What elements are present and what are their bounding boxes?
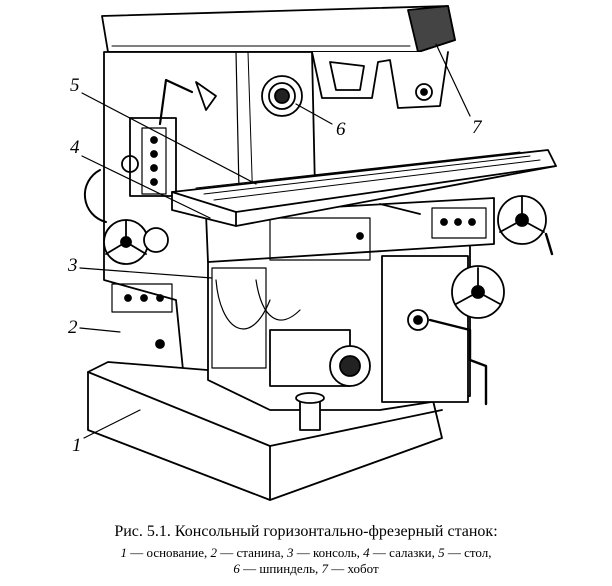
leader-lines [79, 43, 471, 439]
legend-text: — салазки, [372, 545, 435, 560]
legend-text: — станина, [220, 545, 284, 560]
figure-caption: Рис. 5.1. Консольный горизонтально-фрезе… [0, 522, 612, 577]
knee-drawing [207, 235, 505, 431]
legend-number: 4 [363, 545, 370, 560]
legend-text: — шпиндель, [243, 561, 319, 576]
callout-3: 3 [68, 255, 78, 276]
callout-6: 6 [336, 119, 346, 140]
overarm-drawing [101, 5, 456, 109]
legend-number: 2 [210, 545, 217, 560]
legend-number: 5 [438, 545, 445, 560]
caption-legend-row-1: 1 — основание, 2 — станина, 3 — консоль,… [0, 545, 612, 561]
callout-1: 1 [72, 435, 82, 456]
legend-text: — основание, [130, 545, 208, 560]
legend-text: — хобот [331, 561, 379, 576]
legend-text: — консоль, [296, 545, 360, 560]
legend-number: 1 [120, 545, 128, 560]
milling-machine-drawing [79, 5, 557, 501]
callout-5: 5 [70, 75, 80, 96]
legend-text: — стол, [447, 545, 492, 560]
table-drawing [103, 149, 557, 265]
caption-title: Рис. 5.1. Консольный горизонтально-фрезе… [114, 523, 498, 540]
caption-legend: 1 — основание, 2 — станина, 3 — консоль,… [0, 545, 612, 577]
callout-4: 4 [70, 137, 80, 158]
caption-legend-row-2: 6 — шпиндель, 7 — хобот [0, 561, 612, 577]
callout-2: 2 [68, 317, 78, 338]
legend-number: 7 [321, 561, 329, 576]
callout-7: 7 [472, 117, 482, 138]
legend-number: 6 [233, 561, 240, 576]
milling-machine-figure: 5 4 3 2 1 6 7 [68, 5, 557, 501]
legend-number: 3 [287, 545, 294, 560]
